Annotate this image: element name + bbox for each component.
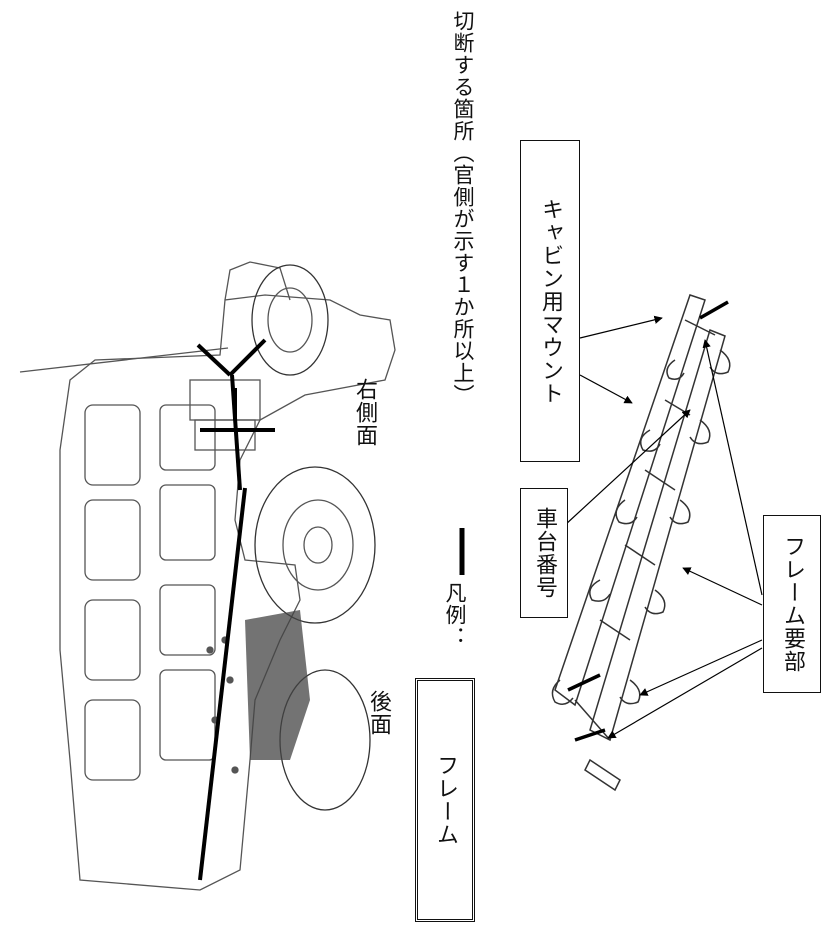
legend-prefix: 凡例：: [443, 582, 467, 648]
callout-cabin-mount-label: キャビン用マウント: [538, 197, 563, 405]
cut-lines: [196, 338, 275, 881]
callout-cabin-mount: キャビン用マウント: [520, 140, 580, 462]
label-right-side: 右側面: [352, 378, 377, 447]
callout-leaders: [564, 315, 763, 739]
frame-title-box: フレーム: [415, 678, 475, 922]
callout-chassis-number-label: 車台番号: [532, 507, 557, 599]
callout-frame-main-label: フレーム要部: [780, 535, 805, 673]
frame-drawing: [551, 294, 731, 792]
frame-title: フレーム: [433, 754, 458, 846]
vehicle-drawing: [19, 261, 396, 891]
callout-frame-main: フレーム要部: [763, 515, 821, 693]
legend-text: 切断する箇所（官側が示す１か所以上）: [451, 10, 475, 406]
callout-chassis-number: 車台番号: [520, 488, 568, 618]
label-rear: 後面: [366, 690, 391, 736]
